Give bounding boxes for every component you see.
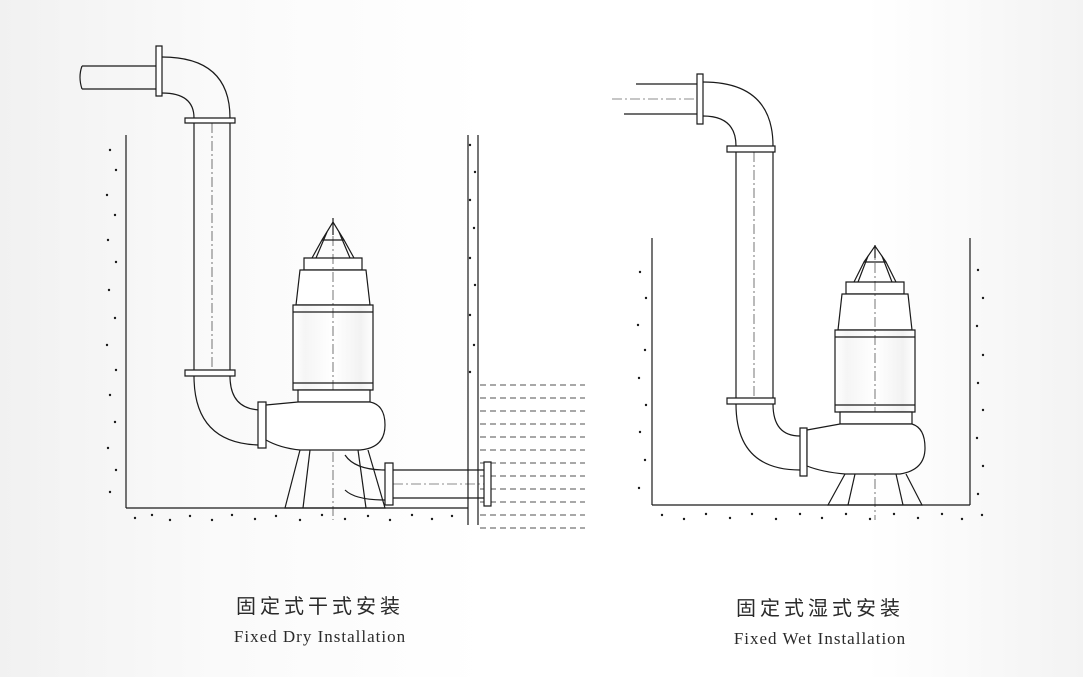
- wet-installation-diagram: [612, 74, 985, 521]
- wet-installation-caption: 固定式湿式安装 Fixed Wet Installation: [680, 592, 960, 649]
- dry-installation-diagram: [80, 46, 585, 528]
- wet-soil-texture: [636, 268, 985, 521]
- wet-discharge-pipe: [612, 74, 807, 476]
- dry-discharge-pipe: [80, 46, 266, 448]
- wet-caption-chinese: 固定式湿式安装: [736, 596, 904, 620]
- dry-caption-chinese: 固定式干式安装: [236, 594, 404, 618]
- wet-caption-english: Fixed Wet Installation: [733, 629, 907, 648]
- dry-water-level-lines: [480, 385, 585, 528]
- dry-installation-caption: 固定式干式安装 Fixed Dry Installation: [180, 590, 460, 647]
- dry-caption-english: Fixed Dry Installation: [233, 627, 407, 646]
- dry-soil-texture: [105, 143, 477, 522]
- dry-pump: [266, 218, 491, 520]
- dry-pit-walls: [126, 135, 478, 525]
- wet-pump: [807, 245, 925, 520]
